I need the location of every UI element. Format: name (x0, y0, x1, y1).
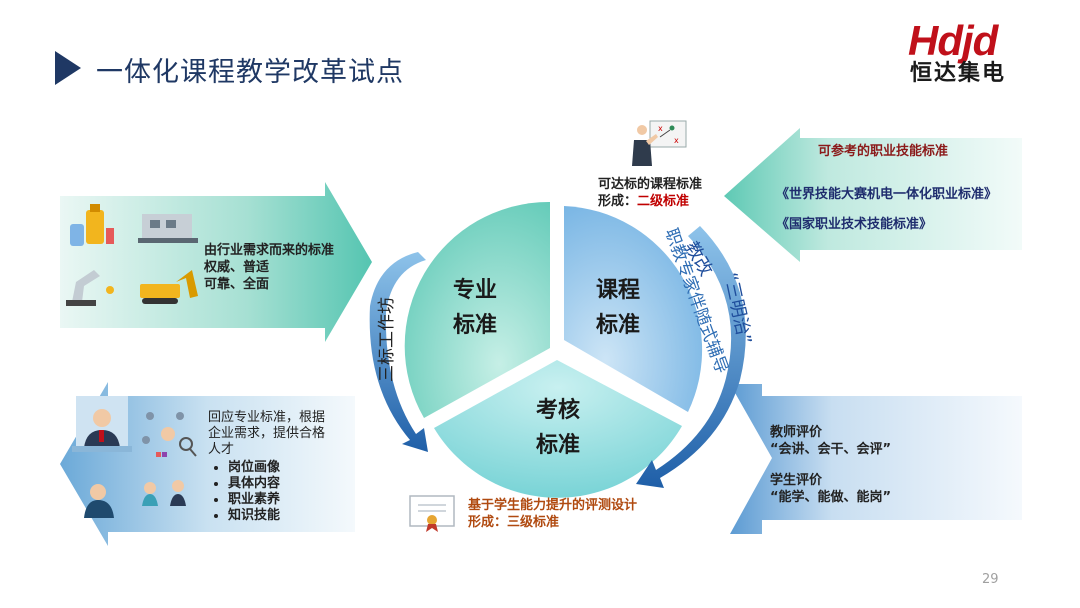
planning-board-icon: x x (632, 120, 687, 166)
company-logo: Hdjd 恒达集电 (908, 17, 1012, 92)
svg-text:x: x (658, 124, 663, 133)
student-eval-items: “能学、能做、能岗” (770, 490, 892, 505)
industry-equipment-icon (66, 204, 198, 306)
top-center-line1: 可达标的课程标准 (598, 177, 703, 192)
segment-professional-label: 专业 标准 (453, 273, 497, 343)
segment-course-label: 课程 标准 (596, 273, 640, 343)
svg-text:x: x (674, 136, 679, 145)
talent-bullet-list: 岗位画像 具体内容 职业素养 知识技能 (210, 460, 280, 524)
skill-standard-item-1: 《世界技能大赛机电一体化职业标准》 (776, 187, 998, 202)
top-center-line2-value: 二级标准 (637, 194, 690, 209)
segment-professional (404, 201, 550, 418)
logo-company-name: 恒达集电 (910, 61, 1007, 86)
segment-professional-line2: 标准 (453, 313, 498, 338)
industry-standard-line2: 权威、普适 (204, 260, 270, 275)
right-bottom-arrow (730, 384, 1022, 534)
list-item: 具体内容 (228, 476, 280, 492)
teacher-eval-label: 教师评价 (770, 425, 823, 440)
segment-assessment-line1: 考核 (536, 398, 581, 423)
assessment-design-line1: 基于学生能力提升的评测设计 (468, 498, 638, 513)
talent-intro-line1: 回应专业标准，根据 (208, 410, 326, 425)
title-arrow (55, 51, 81, 85)
assessment-design-line2: 形成：三级标准 (468, 515, 560, 530)
people-network-icon (72, 396, 197, 518)
talent-intro-line3: 人才 (208, 442, 235, 457)
list-item: 知识技能 (228, 508, 280, 524)
industry-standard-line1: 由行业需求而来的标准 (204, 243, 335, 258)
student-eval-label: 学生评价 (770, 473, 823, 488)
segment-professional-line1: 专业 (453, 278, 498, 303)
skill-standard-item-2: 《国家职业技术技能标准》 (776, 217, 933, 232)
talent-intro-text: 回应专业标准，根据 企业需求，提供合格 人才 (208, 410, 325, 458)
top-center-line2-prefix: 形成： (598, 194, 638, 209)
page-number: 29 (982, 572, 999, 587)
right-curved-arrow (636, 226, 746, 488)
page-title: 一体化课程教学改革试点 (96, 57, 404, 88)
top-center-text: 可达标的课程标准 形成：二级标准 (598, 176, 702, 210)
segment-course-line1: 课程 (596, 278, 641, 303)
list-item: 职业素养 (228, 492, 280, 508)
left-top-arrow (60, 182, 372, 342)
skill-standards-heading: 可参考的职业技能标准 (818, 144, 949, 159)
list-item: 岗位画像 (228, 460, 280, 476)
left-arc-label: 三标工作坊 (377, 297, 397, 382)
logo-word: Hdjd (908, 17, 998, 64)
left-bottom-arrow (60, 382, 355, 546)
segment-assessment (434, 360, 682, 498)
certificate-icon (409, 495, 455, 532)
assessment-design-text: 基于学生能力提升的评测设计 形成：三级标准 (468, 497, 637, 531)
left-curved-arrow (369, 252, 428, 452)
talent-intro-line2: 企业需求，提供合格 (208, 426, 326, 441)
segment-assessment-line2: 标准 (536, 433, 581, 458)
industry-standard-line3: 可靠、全面 (204, 277, 270, 292)
industry-standard-text: 由行业需求而来的标准 权威、普适 可靠、全面 (204, 242, 334, 293)
right-top-arrow (724, 128, 1022, 262)
evaluation-text: 教师评价 “会讲、会干、会评” 学生评价 “能学、能做、能岗” (770, 424, 891, 506)
segment-course (564, 206, 703, 412)
segment-assessment-label: 考核 标准 (536, 393, 580, 463)
segment-course-line2: 标准 (596, 313, 641, 338)
teacher-eval-items: “会讲、会干、会评” (770, 442, 892, 457)
